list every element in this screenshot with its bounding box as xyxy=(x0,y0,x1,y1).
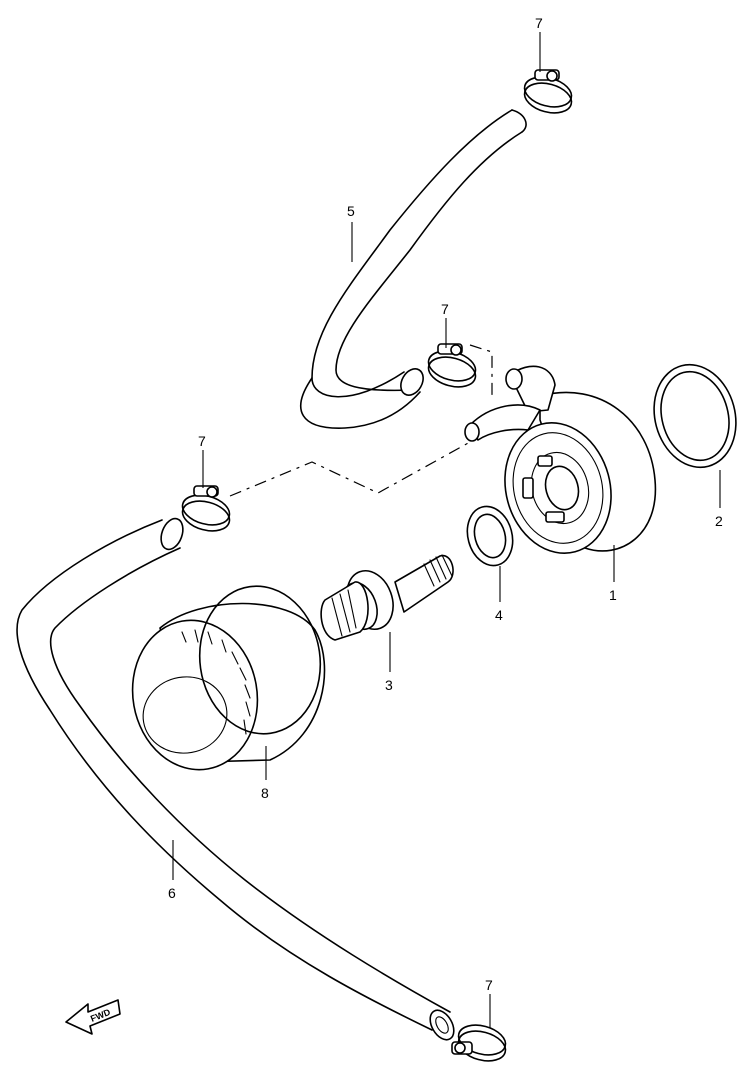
hose-clamp-left xyxy=(181,485,231,532)
callout-8: 8 xyxy=(261,785,269,801)
callout-3: 3 xyxy=(385,677,393,693)
callout-7-bottom: 7 xyxy=(485,977,493,993)
routing-line-lower xyxy=(229,441,471,497)
callout-7-top: 7 xyxy=(535,15,543,31)
callout-2: 2 xyxy=(715,513,723,529)
callout-7-mid: 7 xyxy=(441,301,449,317)
hose-clamp-mid xyxy=(427,343,477,388)
forward-arrow-icon: FWD xyxy=(65,999,121,1035)
o-ring-large xyxy=(653,363,737,469)
hose-clamp-top xyxy=(523,69,573,114)
routing-line-upper xyxy=(469,344,493,398)
gasket-small xyxy=(466,505,514,567)
callout-7-left: 7 xyxy=(198,433,206,449)
leader-lines xyxy=(172,32,721,1028)
hose-clamp-bottom xyxy=(451,1024,507,1062)
hose-lower xyxy=(16,517,455,1041)
callout-5: 5 xyxy=(347,203,355,219)
callout-6: 6 xyxy=(168,885,176,901)
callout-1: 1 xyxy=(609,587,617,603)
callout-4: 4 xyxy=(495,607,503,623)
hose-upper xyxy=(300,109,527,429)
oil-cooler xyxy=(464,365,657,554)
union-bolt xyxy=(320,554,454,641)
oil-filter xyxy=(131,585,326,771)
